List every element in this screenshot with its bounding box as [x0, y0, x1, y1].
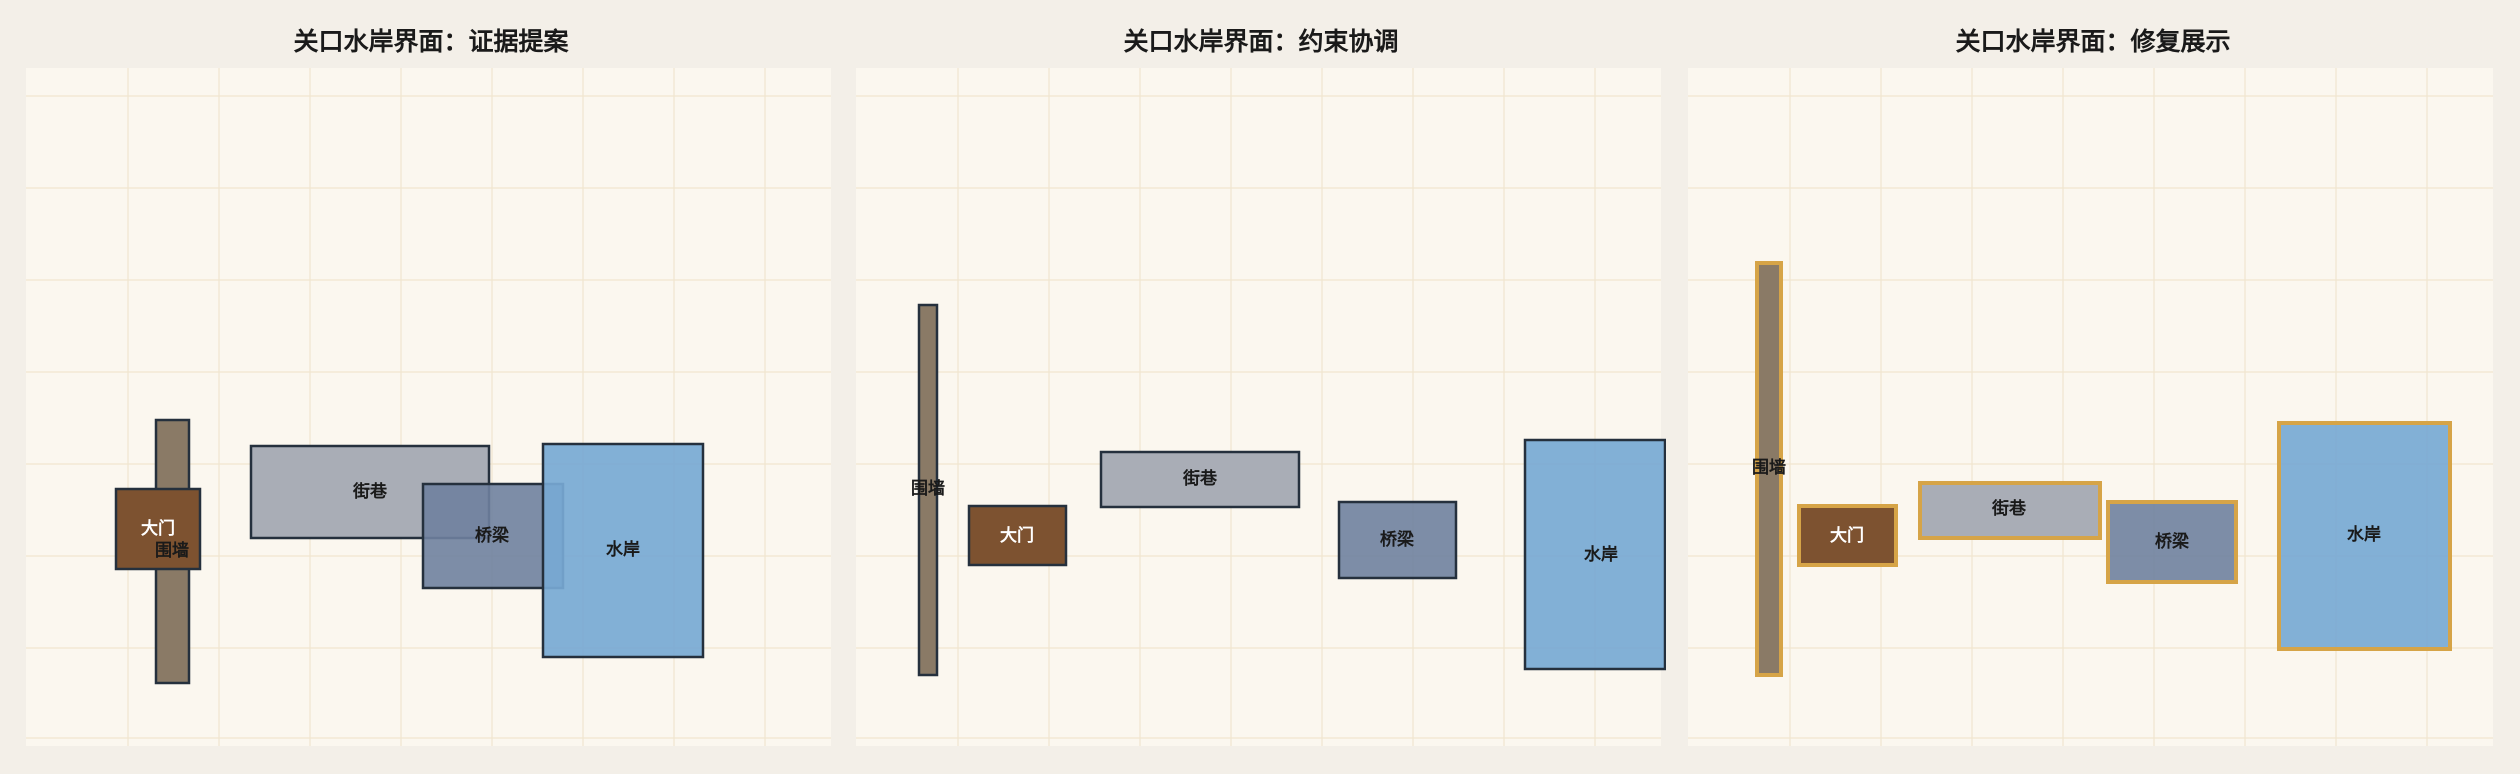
panel-constraint-coordination: 关口水岸界面：约束协调 围墙 大门 街巷 桥梁 水岸	[856, 0, 1666, 774]
bridge-label: 桥梁	[1380, 529, 1415, 550]
wall-block	[1755, 261, 1783, 677]
wall-label: 围墙	[155, 540, 189, 561]
water-label: 水岸	[2347, 524, 2381, 545]
gate-block	[967, 504, 1068, 567]
street-block	[1918, 481, 2102, 540]
street-label: 街巷	[352, 481, 388, 502]
gate-block	[1797, 504, 1898, 567]
panel-title: 关口水岸界面：证据提案	[293, 27, 569, 56]
water-label: 水岸	[1584, 544, 1618, 565]
gate-label: 大门	[141, 518, 175, 539]
water-label: 水岸	[606, 539, 640, 560]
panel-background	[26, 68, 831, 746]
panel-title: 关口水岸界面：约束协调	[1123, 27, 1399, 56]
street-label: 街巷	[1991, 498, 2027, 519]
bridge-label: 桥梁	[2155, 531, 2190, 552]
bridge-label: 桥梁	[475, 525, 510, 546]
panel-evidence-proposal: 关口水岸界面：证据提案 大门 围墙 街巷 桥梁 水岸	[26, 0, 836, 774]
street-label: 街巷	[1182, 468, 1218, 489]
gate-label: 大门	[1830, 525, 1864, 546]
gate-block	[114, 487, 202, 571]
bridge-block	[421, 482, 565, 590]
water-block	[1523, 438, 1666, 671]
wall-label: 围墙	[1752, 457, 1786, 478]
panel-title: 关口水岸界面：修复展示	[1955, 27, 2231, 56]
panel-restoration-display: 关口水岸界面：修复展示 围墙 大门 街巷 桥梁 水岸	[1688, 0, 2498, 774]
wall-label: 围墙	[911, 478, 945, 499]
diagram-canvas: 围墙 大门 街巷 桥梁 水岸	[1688, 68, 2493, 746]
water-block	[541, 442, 705, 659]
wall-block	[917, 303, 939, 677]
bridge-block	[1337, 500, 1458, 580]
gate-label: 大门	[1000, 525, 1034, 546]
diagram-canvas: 大门 围墙 街巷 桥梁 水岸	[26, 68, 831, 746]
bridge-block	[2106, 500, 2238, 584]
diagram-canvas: 围墙 大门 街巷 桥梁 水岸	[856, 68, 1666, 746]
street-block	[1099, 450, 1301, 509]
water-block	[2277, 421, 2452, 651]
